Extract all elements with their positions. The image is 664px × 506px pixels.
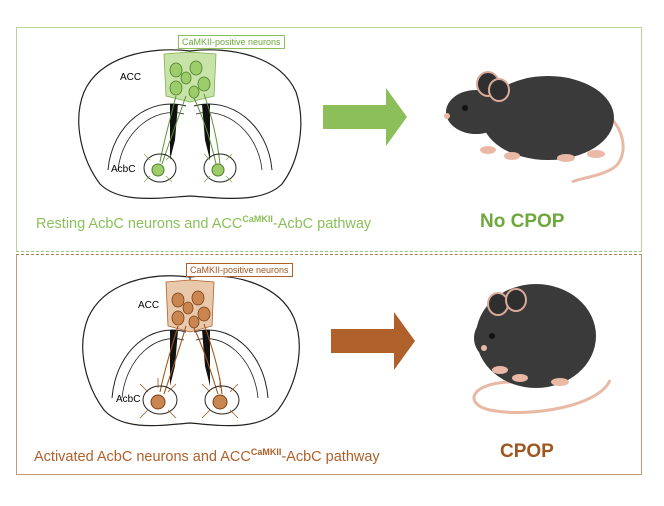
caption-activated-prefix: Activated AcbC neurons and ACC bbox=[34, 449, 251, 465]
result-cpop: CPOP bbox=[500, 441, 554, 462]
caption-activated-suffix: -AcbC pathway bbox=[281, 449, 380, 465]
right-arrow-icon-bottom bbox=[331, 312, 415, 370]
brain-section-icon-top bbox=[78, 49, 302, 199]
caption-resting-suffix: -AcbC pathway bbox=[272, 216, 372, 232]
acbc-label-bottom: AcbC bbox=[116, 394, 141, 405]
acbc-label-top: AcbC bbox=[111, 164, 136, 175]
panel-activated bbox=[16, 254, 642, 475]
acc-label-bottom: ACC bbox=[138, 300, 160, 311]
right-arrow-icon-top bbox=[323, 88, 407, 146]
panel-resting bbox=[16, 27, 642, 252]
caption-activated-sup: CaMKII bbox=[250, 447, 282, 457]
caption-resting: Resting AcbC neurons and ACCCaMKII-AcbC … bbox=[36, 214, 371, 232]
mouse-icon-bottom bbox=[472, 284, 612, 414]
mouse-icon-top bbox=[444, 71, 625, 184]
result-no-cpop: No CPOP bbox=[480, 211, 565, 232]
caption-activated: Activated AcbC neurons and ACCCaMKII-Acb… bbox=[34, 447, 380, 465]
caption-resting-prefix: Resting AcbC neurons and ACC bbox=[36, 216, 243, 232]
neuron-tag-bottom: CaMKII-positive neurons bbox=[186, 263, 293, 277]
neuron-tag-top: CaMKII-positive neurons bbox=[178, 35, 285, 49]
brain-section-icon-bottom bbox=[82, 275, 300, 427]
caption-resting-sup: CaMKII bbox=[242, 214, 273, 224]
acc-label-top: ACC bbox=[120, 72, 142, 83]
